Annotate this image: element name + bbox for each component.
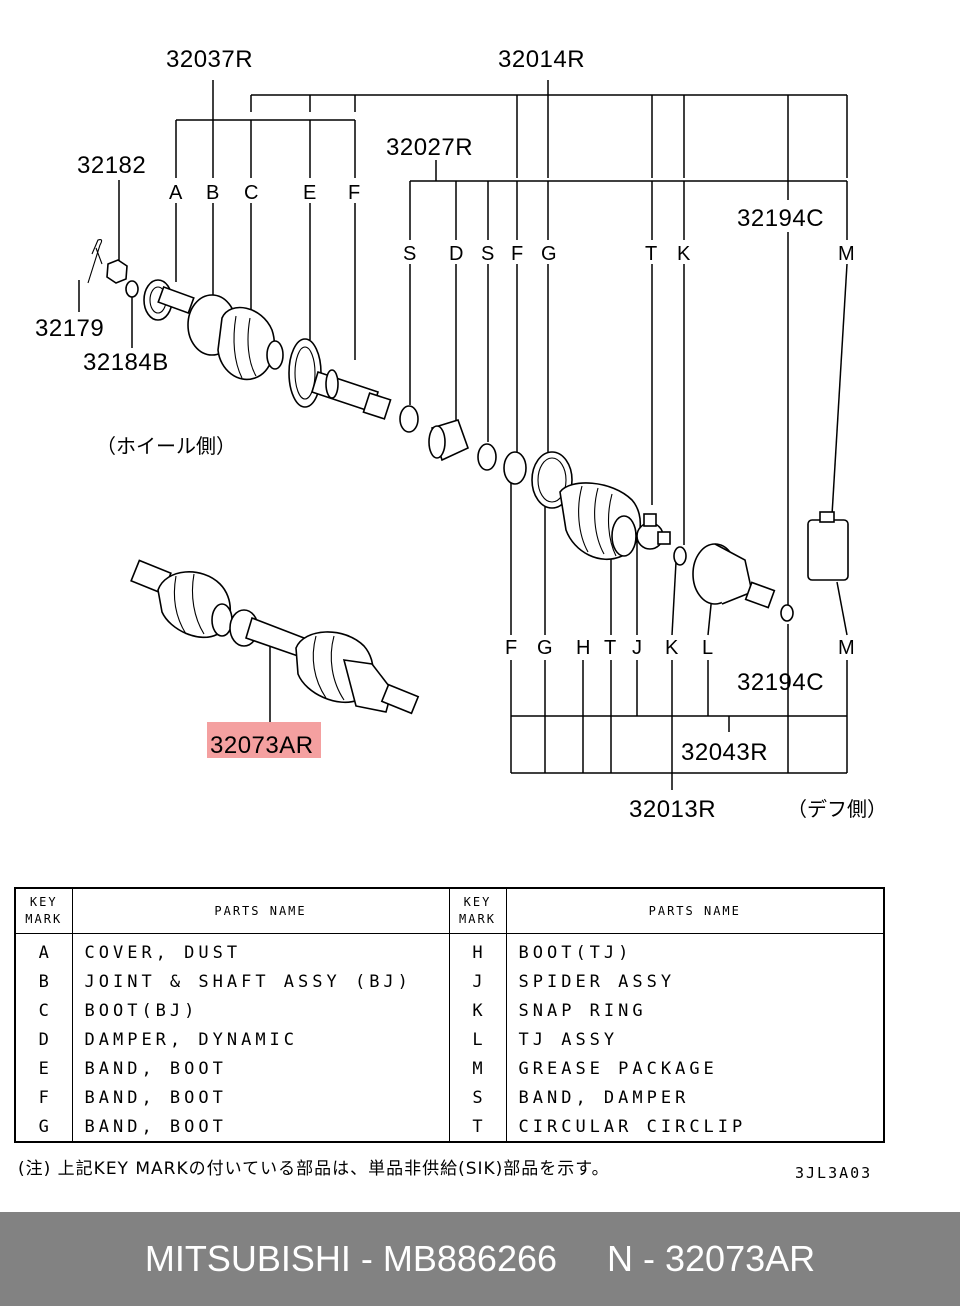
key-mark-header-left: KEY MARK [14, 887, 73, 934]
name-cell: TJ ASSY [505, 1025, 885, 1054]
label-32194C-top: 32194C [737, 205, 824, 232]
name-cell: BOOT(TJ) [505, 933, 885, 967]
name-cell: SNAP RING [505, 996, 885, 1025]
wheel-side-label: （ホイール側） [96, 435, 236, 458]
label-32013R: 32013R [629, 796, 716, 823]
mark-C: C [244, 182, 258, 204]
top-key-marks: A B C E F [169, 182, 360, 204]
footer-banner: MITSUBISHI - MB886266 N - 32073AR [0, 1212, 960, 1306]
table-row: E BAND, BOOT M GREASE PACKAGE [14, 1054, 885, 1083]
key-cell: E [14, 1054, 73, 1083]
parts-name-header-left: PARTS NAME [71, 887, 450, 934]
mark-G-mid: G [541, 243, 557, 265]
mark-T-bottom: T [604, 637, 616, 659]
mark-D: D [449, 243, 463, 265]
key-cell: M [448, 1054, 507, 1083]
mark-K-bottom: K [665, 637, 679, 659]
label-32014R: 32014R [498, 46, 585, 73]
name-cell: CIRCULAR CIRCLIP [505, 1112, 885, 1142]
key-cell: T [448, 1112, 507, 1142]
mark-E: E [303, 182, 316, 204]
exploded-parts-diagram: 32037R 32014R 32182 32027R 32194C 32179 … [35, 46, 887, 823]
key-cell: G [14, 1112, 73, 1142]
table-row: D DAMPER, DYNAMIC L TJ ASSY [14, 1025, 885, 1054]
name-cell: BAND, BOOT [71, 1054, 450, 1083]
table-row: C BOOT(BJ) K SNAP RING [14, 996, 885, 1025]
table-row: F BAND, BOOT S BAND, DAMPER [14, 1083, 885, 1112]
mark-K-mid: K [677, 243, 691, 265]
key-cell: S [448, 1083, 507, 1112]
mark-F-mid: F [511, 243, 523, 265]
parts-name-header-right: PARTS NAME [505, 887, 885, 934]
assembled-shaft [130, 559, 420, 715]
label-32037R: 32037R [166, 46, 253, 73]
mark-F-bottom: F [505, 637, 517, 659]
key-cell: H [448, 933, 507, 967]
label-32073AR: 32073AR [210, 732, 314, 759]
name-cell: BAND, BOOT [71, 1112, 450, 1142]
key-mark-header-right: KEY MARK [448, 887, 507, 934]
name-cell: GREASE PACKAGE [505, 1054, 885, 1083]
leader-lines [78, 80, 848, 790]
mark-B: B [206, 182, 219, 204]
mark-M-mid: M [838, 243, 855, 265]
key-cell: F [14, 1083, 73, 1112]
key-cell: L [448, 1025, 507, 1054]
mark-H-bottom: H [576, 637, 590, 659]
key-cell: B [14, 967, 73, 996]
table-row: B JOINT & SHAFT ASSY (BJ) J SPIDER ASSY [14, 967, 885, 996]
mark-A: A [169, 182, 183, 204]
key-cell: A [14, 933, 73, 967]
footer-brand-part: MITSUBISHI - MB886266 [144, 1238, 558, 1279]
label-32043R: 32043R [681, 739, 768, 766]
target-part-highlight [207, 722, 321, 758]
name-cell: COVER, DUST [71, 933, 450, 967]
table-header-row: KEY MARK PARTS NAME KEY MARK PARTS NAME [14, 887, 885, 934]
diff-side-label: （デフ側） [787, 798, 887, 821]
mark-S-1: S [403, 243, 416, 265]
key-mark-note: (注) 上記KEY MARKの付いている部品は、単品非供給(SIK)部品を示す。 [18, 1159, 610, 1179]
parts-legend-table: KEY MARK PARTS NAME KEY MARK PARTS NAME … [14, 887, 885, 1143]
bottom-key-marks: F G H T J K L M [505, 637, 855, 659]
drawing-code: 3JL3A03 [795, 1164, 873, 1182]
label-32027R: 32027R [386, 134, 473, 161]
label-32182: 32182 [77, 152, 146, 179]
key-cell: J [448, 967, 507, 996]
mark-G-bottom: G [537, 637, 553, 659]
footer-ref: N - 32073AR [607, 1238, 816, 1279]
table-row: G BAND, BOOT T CIRCULAR CIRCLIP [14, 1112, 885, 1142]
part-number-labels: 32037R 32014R 32182 32027R 32194C 32179 … [35, 46, 887, 823]
key-cell: D [14, 1025, 73, 1054]
key-cell: K [448, 996, 507, 1025]
mark-L-bottom: L [702, 637, 713, 659]
mark-J-bottom: J [632, 637, 642, 659]
name-cell: SPIDER ASSY [505, 967, 885, 996]
name-cell: BAND, BOOT [71, 1083, 450, 1112]
label-32184B: 32184B [83, 349, 169, 376]
mark-S-2: S [481, 243, 494, 265]
name-cell: BOOT(BJ) [71, 996, 450, 1025]
exploded-shaft-parts [87, 239, 849, 622]
mark-T-mid: T [645, 243, 657, 265]
table-row: A COVER, DUST H BOOT(TJ) [14, 933, 885, 967]
mark-M-bottom: M [838, 637, 855, 659]
key-cell: C [14, 996, 73, 1025]
name-cell: JOINT & SHAFT ASSY (BJ) [71, 967, 450, 996]
mid-key-marks: S D S F G T K M [403, 243, 855, 265]
label-32179: 32179 [35, 315, 104, 342]
label-32194C-bottom: 32194C [737, 669, 824, 696]
name-cell: DAMPER, DYNAMIC [71, 1025, 450, 1054]
name-cell: BAND, DAMPER [505, 1083, 885, 1112]
mark-F: F [348, 182, 360, 204]
